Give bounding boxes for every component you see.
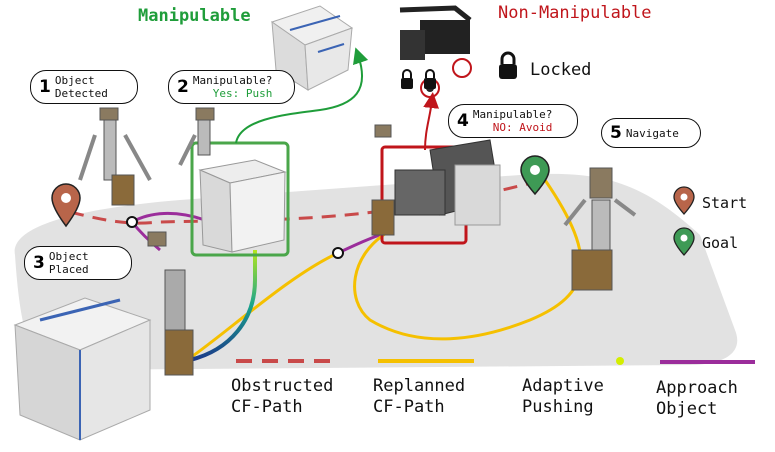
robot-1 [78, 107, 152, 206]
robot-5 [563, 167, 637, 291]
step-1-bubble: 1 Object Detected [30, 70, 138, 104]
robot-3 [147, 231, 194, 376]
step-3-number: 3 [33, 253, 45, 273]
legend-obstructed-line2: CF-Path [231, 397, 303, 417]
start-label: Start [702, 194, 748, 212]
goal-label: Goal [702, 234, 739, 252]
manipulable-arrow [235, 47, 369, 144]
step-1-number: 1 [39, 77, 51, 97]
legend-approach-line1: Approach [656, 378, 738, 398]
step-3-bubble: 3 Object Placed [24, 246, 132, 280]
step-4-label: Manipulable? NO: Avoid [473, 108, 552, 134]
step-5-number: 5 [610, 123, 622, 143]
waypoint-2 [332, 247, 344, 259]
step-2-number: 2 [177, 77, 189, 97]
robot-2 [178, 107, 215, 166]
lock-icon-legend [499, 51, 517, 79]
adaptive-pushing-path [189, 250, 257, 362]
legend-pushing-line1: Adaptive [522, 376, 604, 396]
step-4-number: 4 [457, 111, 469, 131]
non-manipulable-heading: Non-Manipulable [498, 3, 652, 23]
robot-4 [371, 124, 395, 236]
legend-replanned-line2: CF-Path [373, 397, 445, 417]
step-5-label: Navigate [625, 126, 679, 140]
manipulable-box-frame [190, 141, 290, 257]
legend-approach-label: Approach Object [656, 378, 738, 420]
step-2-label: Manipulable? Yes: Push [193, 74, 272, 100]
lock-icon-small-1 [401, 69, 413, 89]
step-1-line1: Object [54, 74, 95, 87]
step-2-bubble: 2 Manipulable? Yes: Push [168, 70, 295, 104]
locked-label: Locked [530, 60, 592, 80]
replanned-path [189, 251, 339, 360]
step-1-line2: Detected [54, 87, 108, 100]
non-manipulable-arrow [423, 92, 440, 151]
step-2-line1: Manipulable? [192, 74, 273, 87]
start-pin-scene [51, 183, 81, 228]
legend-obstructed-line1: Obstructed [231, 376, 334, 396]
step-3-label: Object Placed [49, 250, 89, 276]
legend-obstructed-label: Obstructed CF-Path [231, 376, 333, 418]
legend-pushing-line2: Pushing [522, 397, 594, 417]
step-4-bubble: 4 Manipulable? NO: Avoid [448, 104, 578, 138]
manipulable-box-image [270, 5, 354, 91]
step-2-line2: Yes: Push [212, 87, 273, 100]
step-3-line1: Object [48, 250, 89, 263]
step-5-bubble: 5 Navigate [601, 118, 701, 148]
floor-plane [14, 173, 738, 370]
legend-replanned-line1: Replanned [373, 376, 466, 396]
manipulable-heading: Manipulable [138, 6, 251, 26]
legend-approach-line2: Object [656, 399, 718, 419]
cart-object [394, 139, 501, 226]
wheelchair-image [399, 5, 472, 98]
goal-pin-icon [673, 227, 695, 256]
step-4-line2: NO: Avoid [492, 121, 553, 134]
start-pin-icon [673, 186, 695, 215]
step-4-line1: Manipulable? [472, 108, 553, 121]
pushed-box [198, 159, 287, 253]
step-3-line2: Placed [48, 263, 89, 276]
placed-box [13, 297, 152, 441]
step-1-label: Object Detected [55, 74, 108, 100]
waypoint-1 [126, 216, 138, 228]
legend-pushing-label: Adaptive Pushing [522, 376, 604, 418]
lock-icon-small-2 [424, 69, 436, 89]
legend-replanned-label: Replanned CF-Path [373, 376, 465, 418]
goal-pin-scene [520, 155, 550, 196]
legend-pushing-dot [616, 357, 624, 365]
